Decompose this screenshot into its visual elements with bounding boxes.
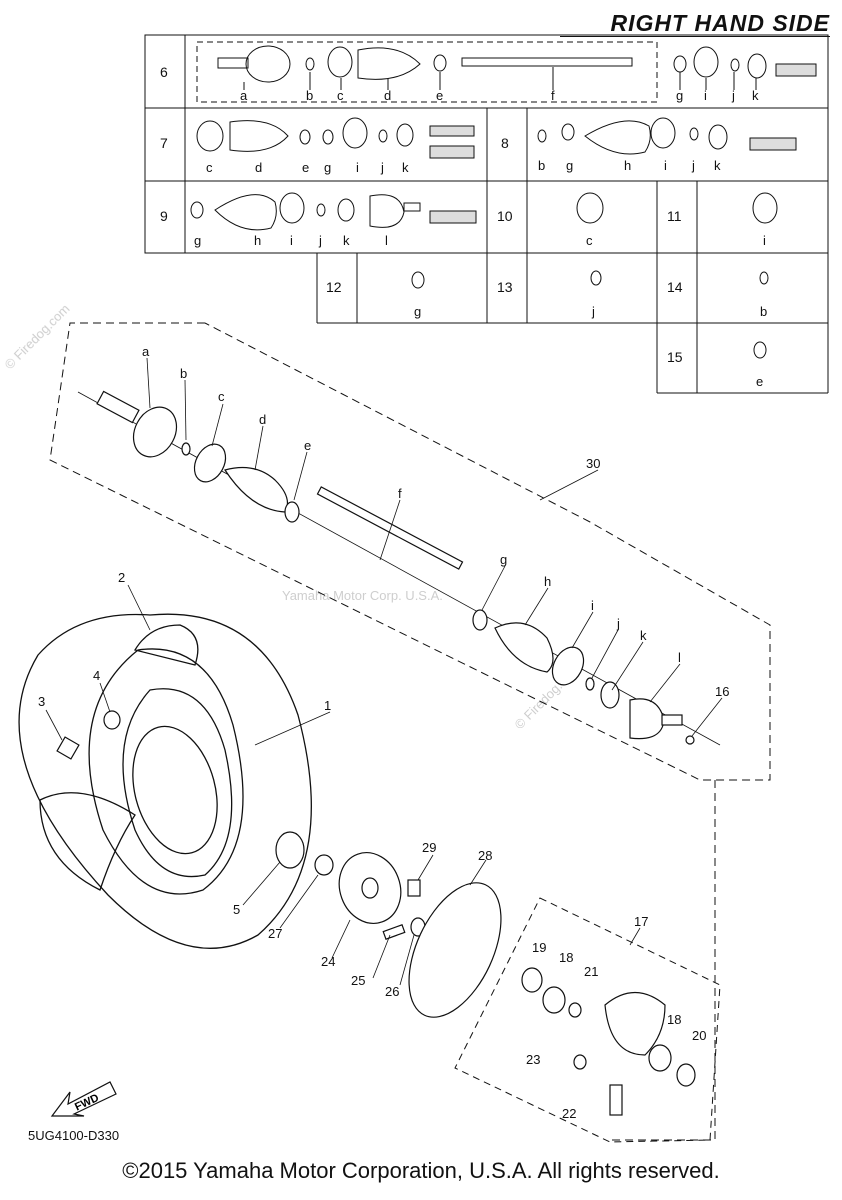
kit8-b: b: [538, 158, 545, 173]
letter-g: g: [500, 552, 507, 567]
callout-numbers: 1 2 3 4 5 16 17 18 19 20 21 22 23 24 25 …: [38, 456, 729, 1121]
kit-table-keys: 6 7 8 9 10 11 12 13 14 15: [160, 64, 683, 365]
kit11-i: i: [763, 233, 766, 248]
callout-2: 2: [118, 570, 125, 585]
kit6-j: j: [731, 88, 735, 103]
diagram-code: 5UG4100-D330: [28, 1128, 120, 1143]
kit6-b: b: [306, 88, 313, 103]
callout-18b: 18: [667, 1012, 681, 1027]
kit6-a: a: [240, 88, 248, 103]
diagram-letters: a b c d e f g h i j k l: [142, 344, 681, 665]
callout-1: 1: [324, 698, 331, 713]
kit14-b: b: [760, 304, 767, 319]
forward-arrow-icon: FWD: [50, 1081, 117, 1117]
wheel-and-tire: [18, 613, 312, 949]
callout-28: 28: [478, 848, 492, 863]
copyright-line: ©2015 Yamaha Motor Corporation, U.S.A. A…: [122, 1158, 720, 1183]
kit7-e: e: [302, 160, 309, 175]
callout-4: 4: [93, 668, 100, 683]
kit15-e: e: [756, 374, 763, 389]
kit-key-8: 8: [501, 135, 509, 151]
letter-b: b: [180, 366, 187, 381]
kit-key-11: 11: [667, 208, 682, 224]
letter-i: i: [591, 598, 594, 613]
kit8-j: j: [691, 158, 695, 173]
kit7-j: j: [380, 160, 384, 175]
driveshaft-parts: [96, 390, 695, 745]
kit6-g: g: [676, 88, 683, 103]
kit6-d: d: [384, 88, 391, 103]
callout-26: 26: [385, 984, 399, 999]
letter-k: k: [640, 628, 647, 643]
kit-key-15: 15: [667, 349, 683, 365]
kit8-k: k: [714, 158, 721, 173]
kit12-g: g: [414, 304, 421, 319]
fwd-label: FWD: [73, 1092, 101, 1113]
kit-key-7: 7: [160, 135, 168, 151]
callout-20: 20: [692, 1028, 706, 1043]
callout-29: 29: [422, 840, 436, 855]
callout-30: 30: [586, 456, 600, 471]
kit-key-10: 10: [497, 208, 513, 224]
letter-h: h: [544, 574, 551, 589]
kit9-i: i: [290, 233, 293, 248]
kit7-k: k: [402, 160, 409, 175]
kit-table: [144, 34, 829, 394]
kit9-j: j: [318, 233, 322, 248]
kit-key-6: 6: [160, 64, 168, 80]
letter-d: d: [259, 412, 266, 427]
kit-key-12: 12: [326, 279, 342, 295]
callout-22: 22: [562, 1106, 576, 1121]
page-title: RIGHT HAND SIDE: [610, 10, 830, 36]
letter-a: a: [142, 344, 150, 359]
callout-24: 24: [321, 954, 335, 969]
kit10-c: c: [586, 233, 593, 248]
callout-21: 21: [584, 964, 598, 979]
watermark-firedog-left: © Firedog.com: [2, 301, 73, 372]
kit8-h: h: [624, 158, 631, 173]
callout-25: 25: [351, 973, 365, 988]
callout-17: 17: [634, 914, 648, 929]
driveshaft-assembly-boundary: [49, 322, 771, 1141]
letter-e: e: [304, 438, 311, 453]
callout-18a: 18: [559, 950, 573, 965]
kit8-i: i: [664, 158, 667, 173]
kit7-c: c: [206, 160, 213, 175]
callout-27: 27: [268, 926, 282, 941]
hub-parts: [56, 710, 696, 1116]
kit-key-9: 9: [160, 208, 168, 224]
kit9-k: k: [343, 233, 350, 248]
kit7-g: g: [324, 160, 331, 175]
shaft-axis: [77, 391, 721, 746]
kit9-h: h: [254, 233, 261, 248]
kit6-f: f: [551, 88, 555, 103]
letter-j: j: [616, 616, 620, 631]
kit6-k: k: [752, 88, 759, 103]
callout-5: 5: [233, 902, 240, 917]
kit9-l: l: [385, 233, 388, 248]
kit-key-14: 14: [667, 279, 683, 295]
kit9-g: g: [194, 233, 201, 248]
kit8-g: g: [566, 158, 573, 173]
kit6-i: i: [704, 88, 707, 103]
callout-23: 23: [526, 1052, 540, 1067]
letter-l: l: [678, 650, 681, 665]
kit-key-13: 13: [497, 279, 513, 295]
kit7-i: i: [356, 160, 359, 175]
title-underline: [560, 36, 830, 37]
callout-leaders: [45, 357, 723, 986]
kit7-d: d: [255, 160, 262, 175]
kit-table-letters: a b c d e f g i j k c d e g i j k b g h …: [194, 88, 767, 389]
kit6-c: c: [337, 88, 344, 103]
callout-19: 19: [532, 940, 546, 955]
kit13-j: j: [591, 304, 595, 319]
letter-f: f: [398, 486, 402, 501]
letter-c: c: [218, 389, 225, 404]
kit6-e: e: [436, 88, 443, 103]
watermark-center: Yamaha Motor Corp. U.S.A.: [282, 588, 443, 603]
callout-16: 16: [715, 684, 729, 699]
callout-3: 3: [38, 694, 45, 709]
kit-table-part-icons: [190, 45, 817, 359]
